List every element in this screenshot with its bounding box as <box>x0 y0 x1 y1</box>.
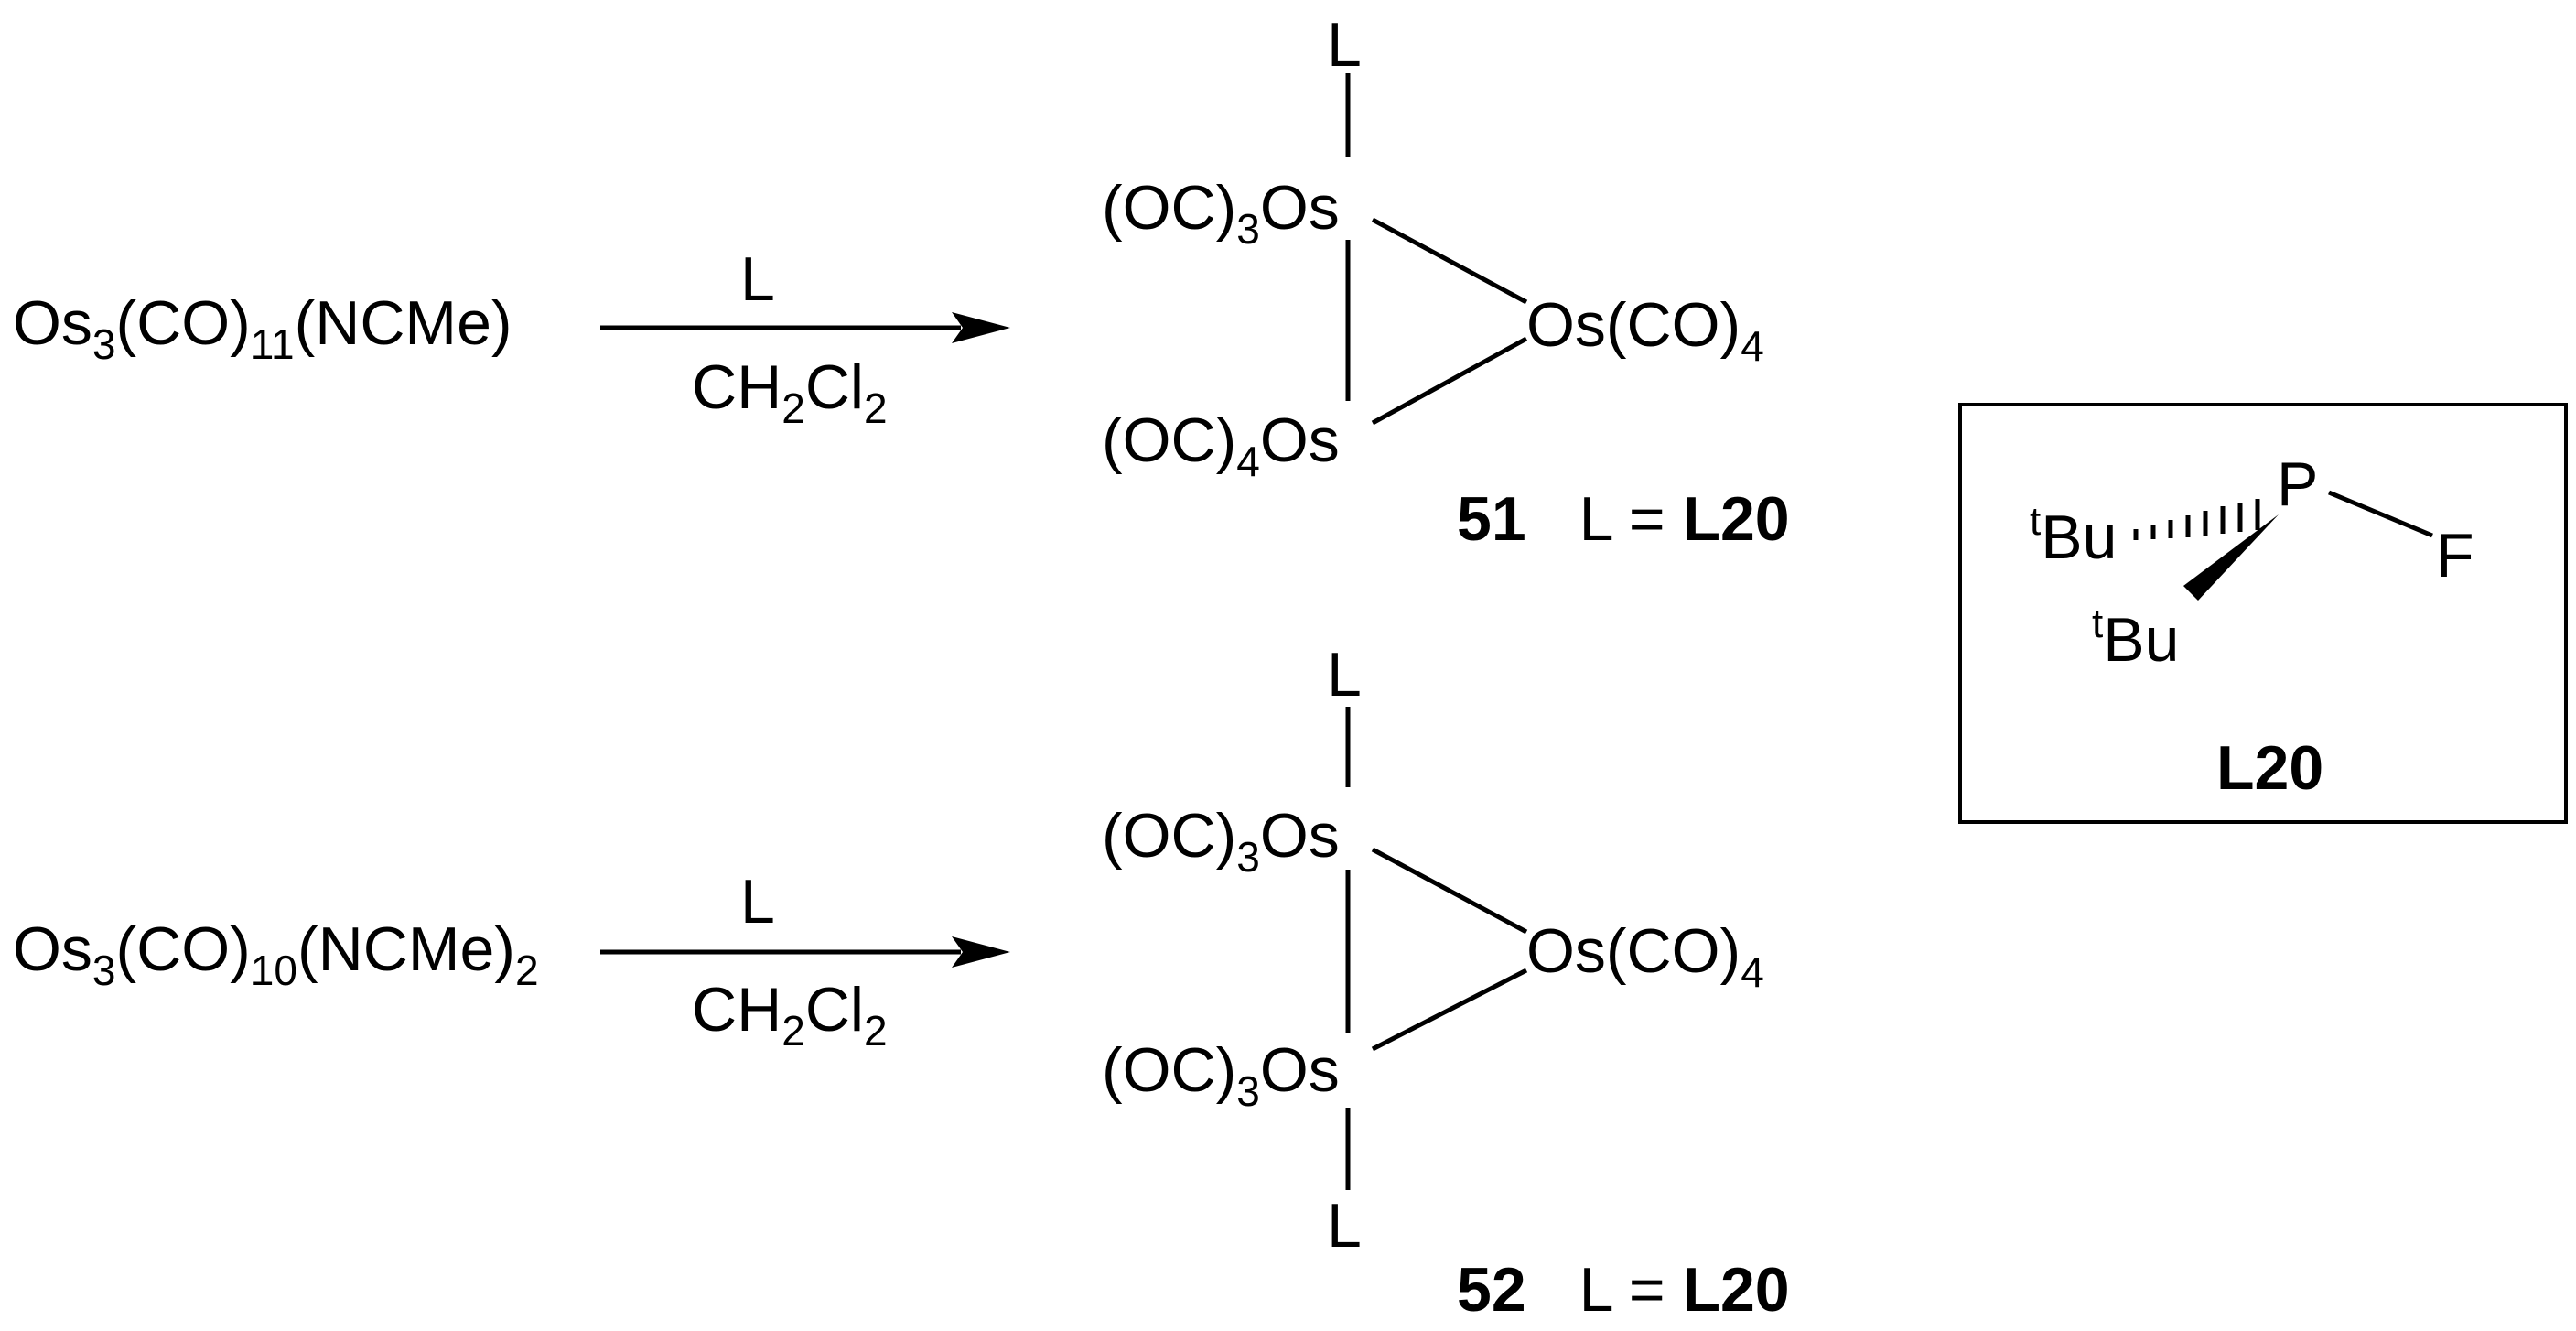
reactant-2: Os3(CO)10(NCMe)2 <box>13 914 539 994</box>
solid-wedge-bond <box>2183 514 2279 601</box>
tbu-group-2: tBu <box>2092 601 2179 675</box>
ligand-label: L20 <box>2216 733 2323 803</box>
solvent-2: CH2Cl2 <box>692 975 888 1055</box>
hashed-wedge-bond <box>2133 499 2260 540</box>
ligand-bottom-52: L <box>1327 1191 1362 1261</box>
compound-number-51: 51 <box>1457 484 1526 554</box>
bond-os2-os3-51 <box>1371 336 1528 426</box>
ligand-top-51: L <box>1327 10 1362 80</box>
reagent-2-above: L <box>740 867 775 936</box>
phosphorus-atom: P <box>2277 449 2318 519</box>
os-atom-2-51: Os(CO)4 <box>1526 290 1764 370</box>
bond-p-f <box>2328 490 2433 538</box>
reaction-arrow-1 <box>600 312 1010 343</box>
os-atom-1-52: (OC)3Os <box>1102 801 1340 881</box>
bond-os2-os3-52 <box>1371 968 1528 1052</box>
fluorine-atom: F <box>2436 521 2474 590</box>
reaction-arrow-2 <box>600 936 1010 968</box>
ligand-l20-box: P tBu F tBu L20 <box>1958 403 2568 824</box>
os-atom-2-52: Os(CO)4 <box>1526 916 1764 996</box>
ligand-box-border <box>1958 403 2568 824</box>
reactant-1: Os3(CO)11(NCMe) <box>13 288 512 368</box>
bond-os1-os2-52 <box>1371 847 1528 935</box>
os-atom-1-51: (OC)3Os <box>1102 173 1340 253</box>
compound-number-52: 52 <box>1457 1255 1526 1325</box>
reagent-1-above: L <box>740 244 775 314</box>
ligand-top-52: L <box>1327 640 1362 709</box>
os-atom-3-52: (OC)3Os <box>1102 1035 1340 1115</box>
os-atom-3-51: (OC)4Os <box>1102 406 1340 485</box>
tbu-group-1: tBu <box>2030 499 2117 572</box>
product-51-structure: L (OC)3Os Os(CO)4 (OC)4Os <box>1102 10 1764 485</box>
solvent-1: CH2Cl2 <box>692 352 888 432</box>
bond-os1-os2-51 <box>1371 217 1528 305</box>
product-52-structure: L (OC)3Os Os(CO)4 (OC)3Os L <box>1102 640 1764 1261</box>
